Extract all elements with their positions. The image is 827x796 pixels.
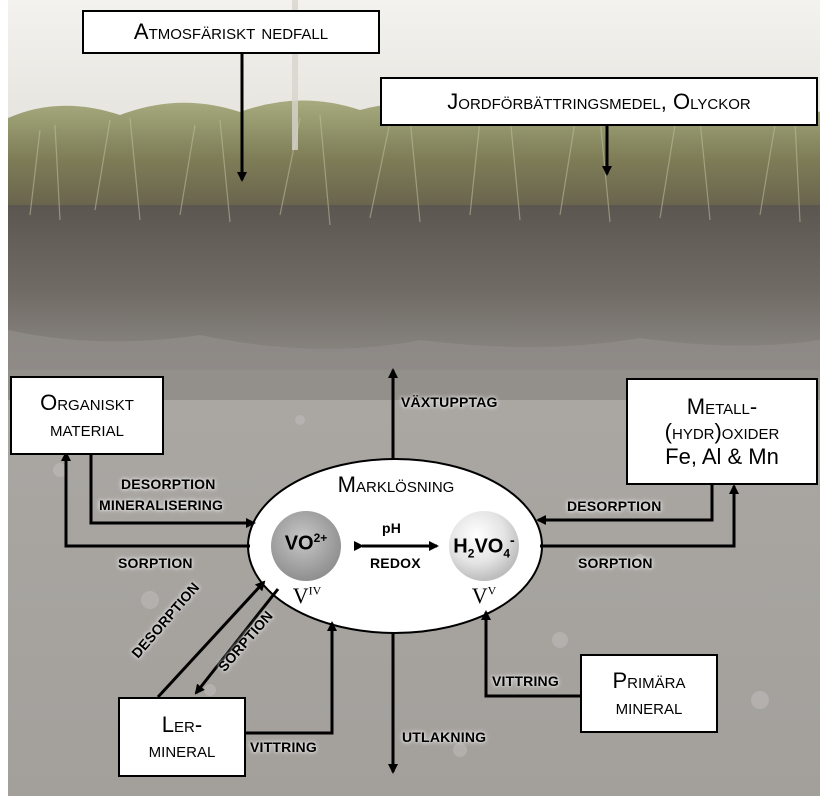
sorption-metal-label: SORPTION [578,555,653,571]
marklosning-title: Marklösning [306,472,486,498]
v5-sup: V [488,584,497,598]
metal-line2: (hydr)oxider [665,419,780,444]
vo2-charge: 2+ [314,531,328,545]
atmospheric-deposition-box: Atmosfäriskt nedfall [82,10,380,54]
vittring-clay-label: VITTRING [250,739,317,755]
primary-line1: Primära [612,668,685,693]
metal-oxides-box: Metall- (hydr)oxider Fe, Al & Mn [626,378,818,485]
vo2-oxidation: VIV [280,583,334,609]
metal-line3: Fe, Al & Mn [665,444,779,469]
soil-amendment-label: Jordförbättringsmedel, Olyckor [447,89,750,114]
metal-line1: Metall- [687,394,757,419]
metal-sorption-arrow [540,486,734,546]
clay-vittring-arrow [246,623,332,733]
ph-label: pH [382,520,401,536]
v4-letter: V [293,583,309,608]
primary-line2: mineral [616,694,683,719]
h2vo4-sub4: 4 [503,547,510,561]
clay-line2: mineral [149,737,216,762]
organic-line2: material [50,416,124,441]
vittring-primary-label: VITTRING [492,673,559,689]
h2vo4-charge: - [510,532,515,548]
clay-line1: Ler- [162,712,202,737]
organic-line1: Organiskt [40,390,134,415]
v5-letter: V [472,583,488,608]
v4-sup: IV [309,584,322,598]
clay-mineral-box: Ler- mineral [118,697,246,777]
h2vo4-species: H2VO4- [446,532,522,561]
utlakning-label: UTLAKNING [402,729,486,745]
desorption-metal-label: DESORPTION [567,498,662,514]
primary-mineral-box: Primära mineral [580,654,718,733]
vaxtupptag-label: VÄXTUPPTAG [401,394,498,410]
soil-amendment-box: Jordförbättringsmedel, Olyckor [380,77,818,126]
desorption-organic-label: DESORPTION [121,476,216,492]
organic-material-box: Organiskt material [10,376,164,455]
vo2-base: VO [285,533,314,555]
vo2-species: VO2+ [276,531,336,556]
h2vo4-h: H [453,536,467,558]
h2vo4-vo: VO [474,536,503,558]
h2vo4-oxidation: VV [462,583,506,609]
atmospheric-deposition-label: Atmosfäriskt nedfall [134,19,328,44]
redox-label: REDOX [370,555,421,571]
marklosning-title-text: Marklösning [338,472,455,497]
sorption-organic-label: SORPTION [118,555,193,571]
mineralisering-label: MINERALISERING [99,497,223,513]
